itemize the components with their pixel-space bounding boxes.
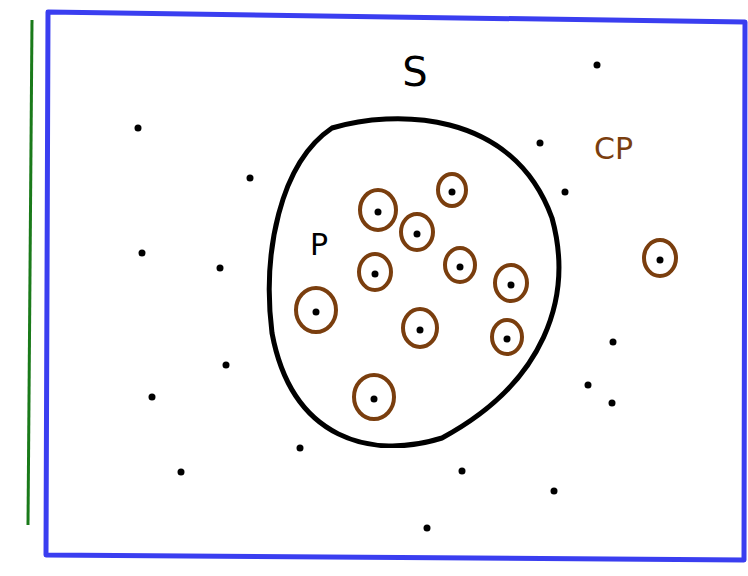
marked-ring — [644, 240, 676, 276]
point-dot — [135, 125, 142, 132]
point-dot — [414, 231, 421, 238]
marked-ring — [438, 174, 466, 206]
point-dot — [551, 488, 558, 495]
point-dot — [297, 445, 304, 452]
point-dot — [139, 250, 146, 257]
blob-path — [269, 119, 558, 446]
marked-ring — [445, 248, 475, 282]
point-dots — [135, 62, 664, 532]
point-dot — [609, 400, 616, 407]
point-dot — [459, 468, 466, 475]
marked-ring — [495, 265, 527, 301]
point-dot — [375, 209, 382, 216]
point-dot — [610, 339, 617, 346]
marked-ring — [492, 320, 522, 354]
point-dot — [562, 189, 569, 196]
subset-label: P — [310, 228, 328, 261]
point-dot — [457, 264, 464, 271]
point-dot — [585, 382, 592, 389]
point-dot — [217, 265, 224, 272]
point-dot — [372, 271, 379, 278]
point-dot — [508, 282, 515, 289]
marked-ring — [403, 309, 437, 347]
point-dot — [149, 394, 156, 401]
marked-ring — [296, 288, 336, 332]
set-region: S — [262, 48, 568, 448]
point-dot — [313, 309, 320, 316]
point-dot — [537, 140, 544, 147]
set-name: S — [262, 50, 568, 94]
point-dot — [178, 469, 185, 476]
point-dot — [424, 525, 431, 532]
complement-label: CP — [594, 132, 633, 165]
margin-line — [28, 20, 32, 525]
point-dot — [449, 189, 456, 196]
point-dot — [504, 336, 511, 343]
marked-ring — [401, 214, 433, 250]
point-dot — [657, 257, 664, 264]
universe-rectangle — [46, 12, 745, 560]
marked-ring — [354, 375, 394, 419]
blob-outline — [262, 48, 568, 448]
point-dot — [594, 62, 601, 69]
marked-rings — [296, 174, 676, 419]
point-dot — [247, 175, 254, 182]
marked-ring — [360, 190, 396, 230]
point-dot — [223, 362, 230, 369]
point-dot — [371, 396, 378, 403]
point-dot — [417, 327, 424, 334]
marked-ring — [359, 254, 391, 290]
